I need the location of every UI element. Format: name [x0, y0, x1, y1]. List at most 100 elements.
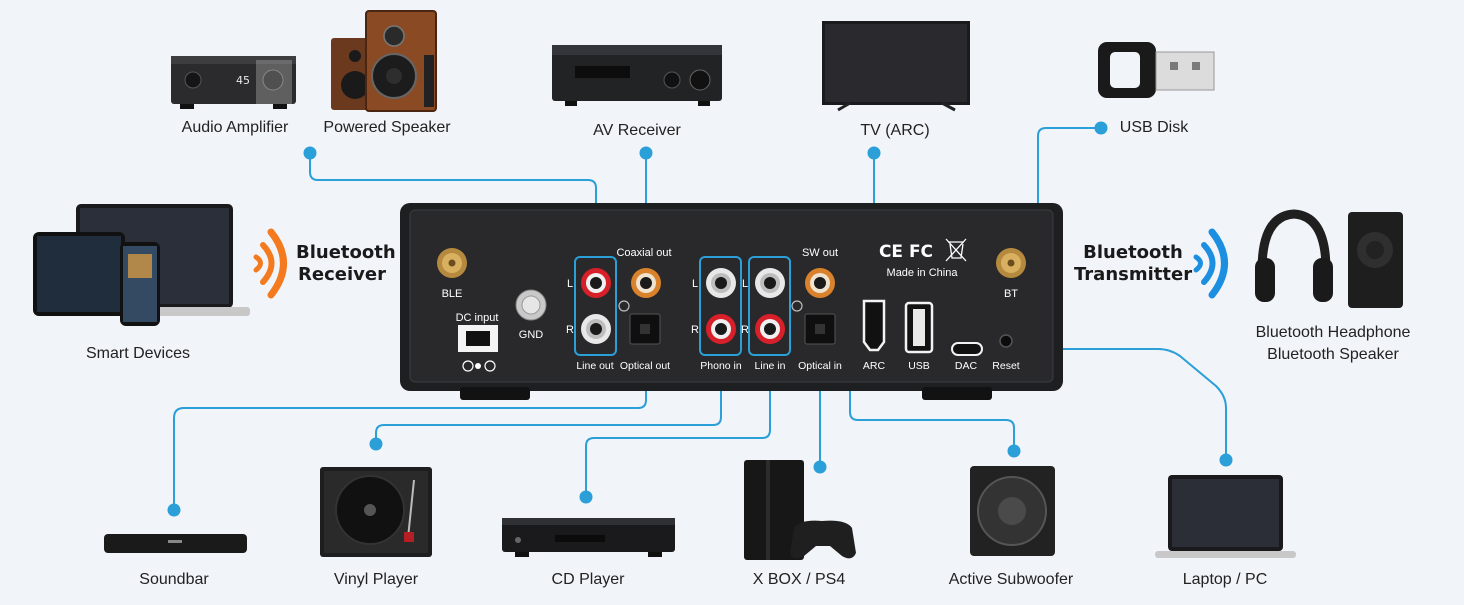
- label-soundbar: Soundbar: [139, 571, 209, 588]
- soundbar-image: [104, 534, 247, 553]
- optical-out-port: [629, 313, 661, 345]
- dc-input-jack: [458, 325, 498, 372]
- label-vinyl-player: Vinyl Player: [333, 571, 419, 588]
- label-cd-player: CD Player: [551, 571, 625, 588]
- bluetooth-transmitter-line2: Transmitter: [1074, 264, 1193, 285]
- dac-usbc-port: [951, 342, 983, 356]
- label-laptop-pc: Laptop / PC: [1182, 571, 1268, 588]
- reset-button: [999, 334, 1013, 348]
- label-line-out-r: R: [566, 324, 574, 336]
- label-powered-speaker: Powered Speaker: [323, 119, 451, 136]
- bluetooth-transmitter-line1: Bluetooth: [1083, 242, 1183, 263]
- line-vinyl-to-phono: [375, 387, 722, 444]
- dot-usbdisk: [1094, 121, 1108, 135]
- label-phono-r: R: [691, 324, 699, 336]
- label-usb: USB: [908, 360, 930, 372]
- vinyl-player-image: [320, 467, 432, 557]
- label-line-in: Line in: [755, 360, 786, 372]
- smart-devices-image: [33, 204, 250, 326]
- label-bt: BT: [1004, 288, 1018, 300]
- screw: [618, 300, 630, 312]
- phono-in-highlight: [699, 256, 742, 356]
- bluetooth-receiver-title: Bluetooth Receiver: [296, 242, 396, 286]
- gnd-terminal: [515, 289, 547, 321]
- dot-amplifier: [303, 146, 317, 160]
- panel-foot-right: [922, 387, 992, 400]
- label-smart-devices: Smart Devices: [85, 345, 191, 362]
- label-linein-r: R: [741, 324, 749, 336]
- label-optical-out: Optical out: [620, 360, 670, 372]
- usb-port: [904, 301, 934, 354]
- ble-antenna-connector: [437, 248, 467, 278]
- label-dac: DAC: [955, 360, 978, 372]
- hdmi-arc-port: [862, 299, 886, 352]
- weee-bin-icon: [945, 238, 967, 262]
- label-sw-out: SW out: [802, 247, 838, 259]
- line-in-r-jack: [755, 314, 785, 344]
- line-out-l-jack: [581, 268, 611, 298]
- line-laptop-to-dac: [968, 348, 1227, 460]
- usb-disk-image: [1098, 42, 1215, 98]
- label-bt-headphone: Bluetooth Headphone: [1255, 324, 1411, 341]
- label-linein-l: L: [742, 278, 748, 290]
- bt-antenna-connector: [996, 248, 1026, 278]
- bluetooth-receiver-line2: Receiver: [298, 264, 386, 285]
- console-image: [744, 460, 856, 560]
- label-line-out-l: L: [567, 278, 573, 290]
- dot-console: [813, 460, 827, 474]
- label-made-in: Made in China: [887, 267, 959, 279]
- coaxial-out-jack: [631, 268, 661, 298]
- bluetooth-receiver-line1: Bluetooth: [296, 242, 396, 263]
- dot-avreceiver: [639, 146, 653, 160]
- line-cd-to-linein: [585, 387, 771, 497]
- label-cert-marks: CE FC: [879, 242, 933, 262]
- optical-in-port: [804, 313, 836, 345]
- av-receiver-image: [552, 45, 722, 106]
- label-usb-disk: USB Disk: [1119, 119, 1189, 136]
- cd-player-image: [502, 518, 675, 557]
- panel-foot-left: [460, 387, 530, 400]
- bluetooth-speaker-image: [1348, 212, 1403, 308]
- dot-tv: [867, 146, 881, 160]
- label-tv-arc: TV (ARC): [860, 122, 930, 139]
- dot-cd: [579, 490, 593, 504]
- phono-in-l-jack: [706, 268, 736, 298]
- powered-speaker-image: [331, 10, 437, 112]
- tv-image: [822, 21, 970, 112]
- bluetooth-headphone-image: [1255, 209, 1333, 302]
- sw-out-jack: [805, 268, 835, 298]
- connector-dots: [167, 121, 1233, 517]
- label-coaxial-out: Coaxial out: [616, 247, 671, 259]
- dot-laptop: [1219, 453, 1233, 467]
- amplifier-display-value: 45: [236, 74, 250, 87]
- rear-panel: BLE DC input GND L R Coaxial out Line ou…: [400, 203, 1063, 400]
- label-av-receiver: AV Receiver: [593, 122, 681, 139]
- dot-soundbar: [167, 503, 181, 517]
- bluetooth-receiver-waves-icon: [253, 228, 287, 299]
- label-active-subwoofer: Active Subwoofer: [948, 571, 1074, 588]
- label-console: X BOX / PS4: [752, 571, 846, 588]
- label-ble: BLE: [442, 288, 463, 300]
- label-phono-l: L: [692, 278, 698, 290]
- laptop-image: [1155, 475, 1296, 558]
- audio-amplifier-image: 45: [171, 56, 296, 109]
- bluetooth-transmitter-waves-icon: [1193, 228, 1228, 299]
- label-line-out: Line out: [576, 360, 613, 372]
- label-phono-in: Phono in: [700, 360, 742, 372]
- label-arc: ARC: [863, 360, 886, 372]
- label-dc-input: DC input: [456, 312, 499, 324]
- line-soundbar-to-lineout: [173, 355, 647, 510]
- label-optical-in: Optical in: [798, 360, 842, 372]
- line-amplifier-to-lineout: [309, 153, 597, 262]
- line-out-r-jack: [581, 314, 611, 344]
- line-out-highlight: [574, 256, 617, 356]
- label-bt-speaker: Bluetooth Speaker: [1267, 346, 1399, 363]
- dot-subwoofer: [1007, 444, 1021, 458]
- dot-vinyl: [369, 437, 383, 451]
- label-reset: Reset: [992, 360, 1020, 372]
- line-in-highlight: [748, 256, 791, 356]
- screw: [791, 300, 803, 312]
- line-in-l-jack: [755, 268, 785, 298]
